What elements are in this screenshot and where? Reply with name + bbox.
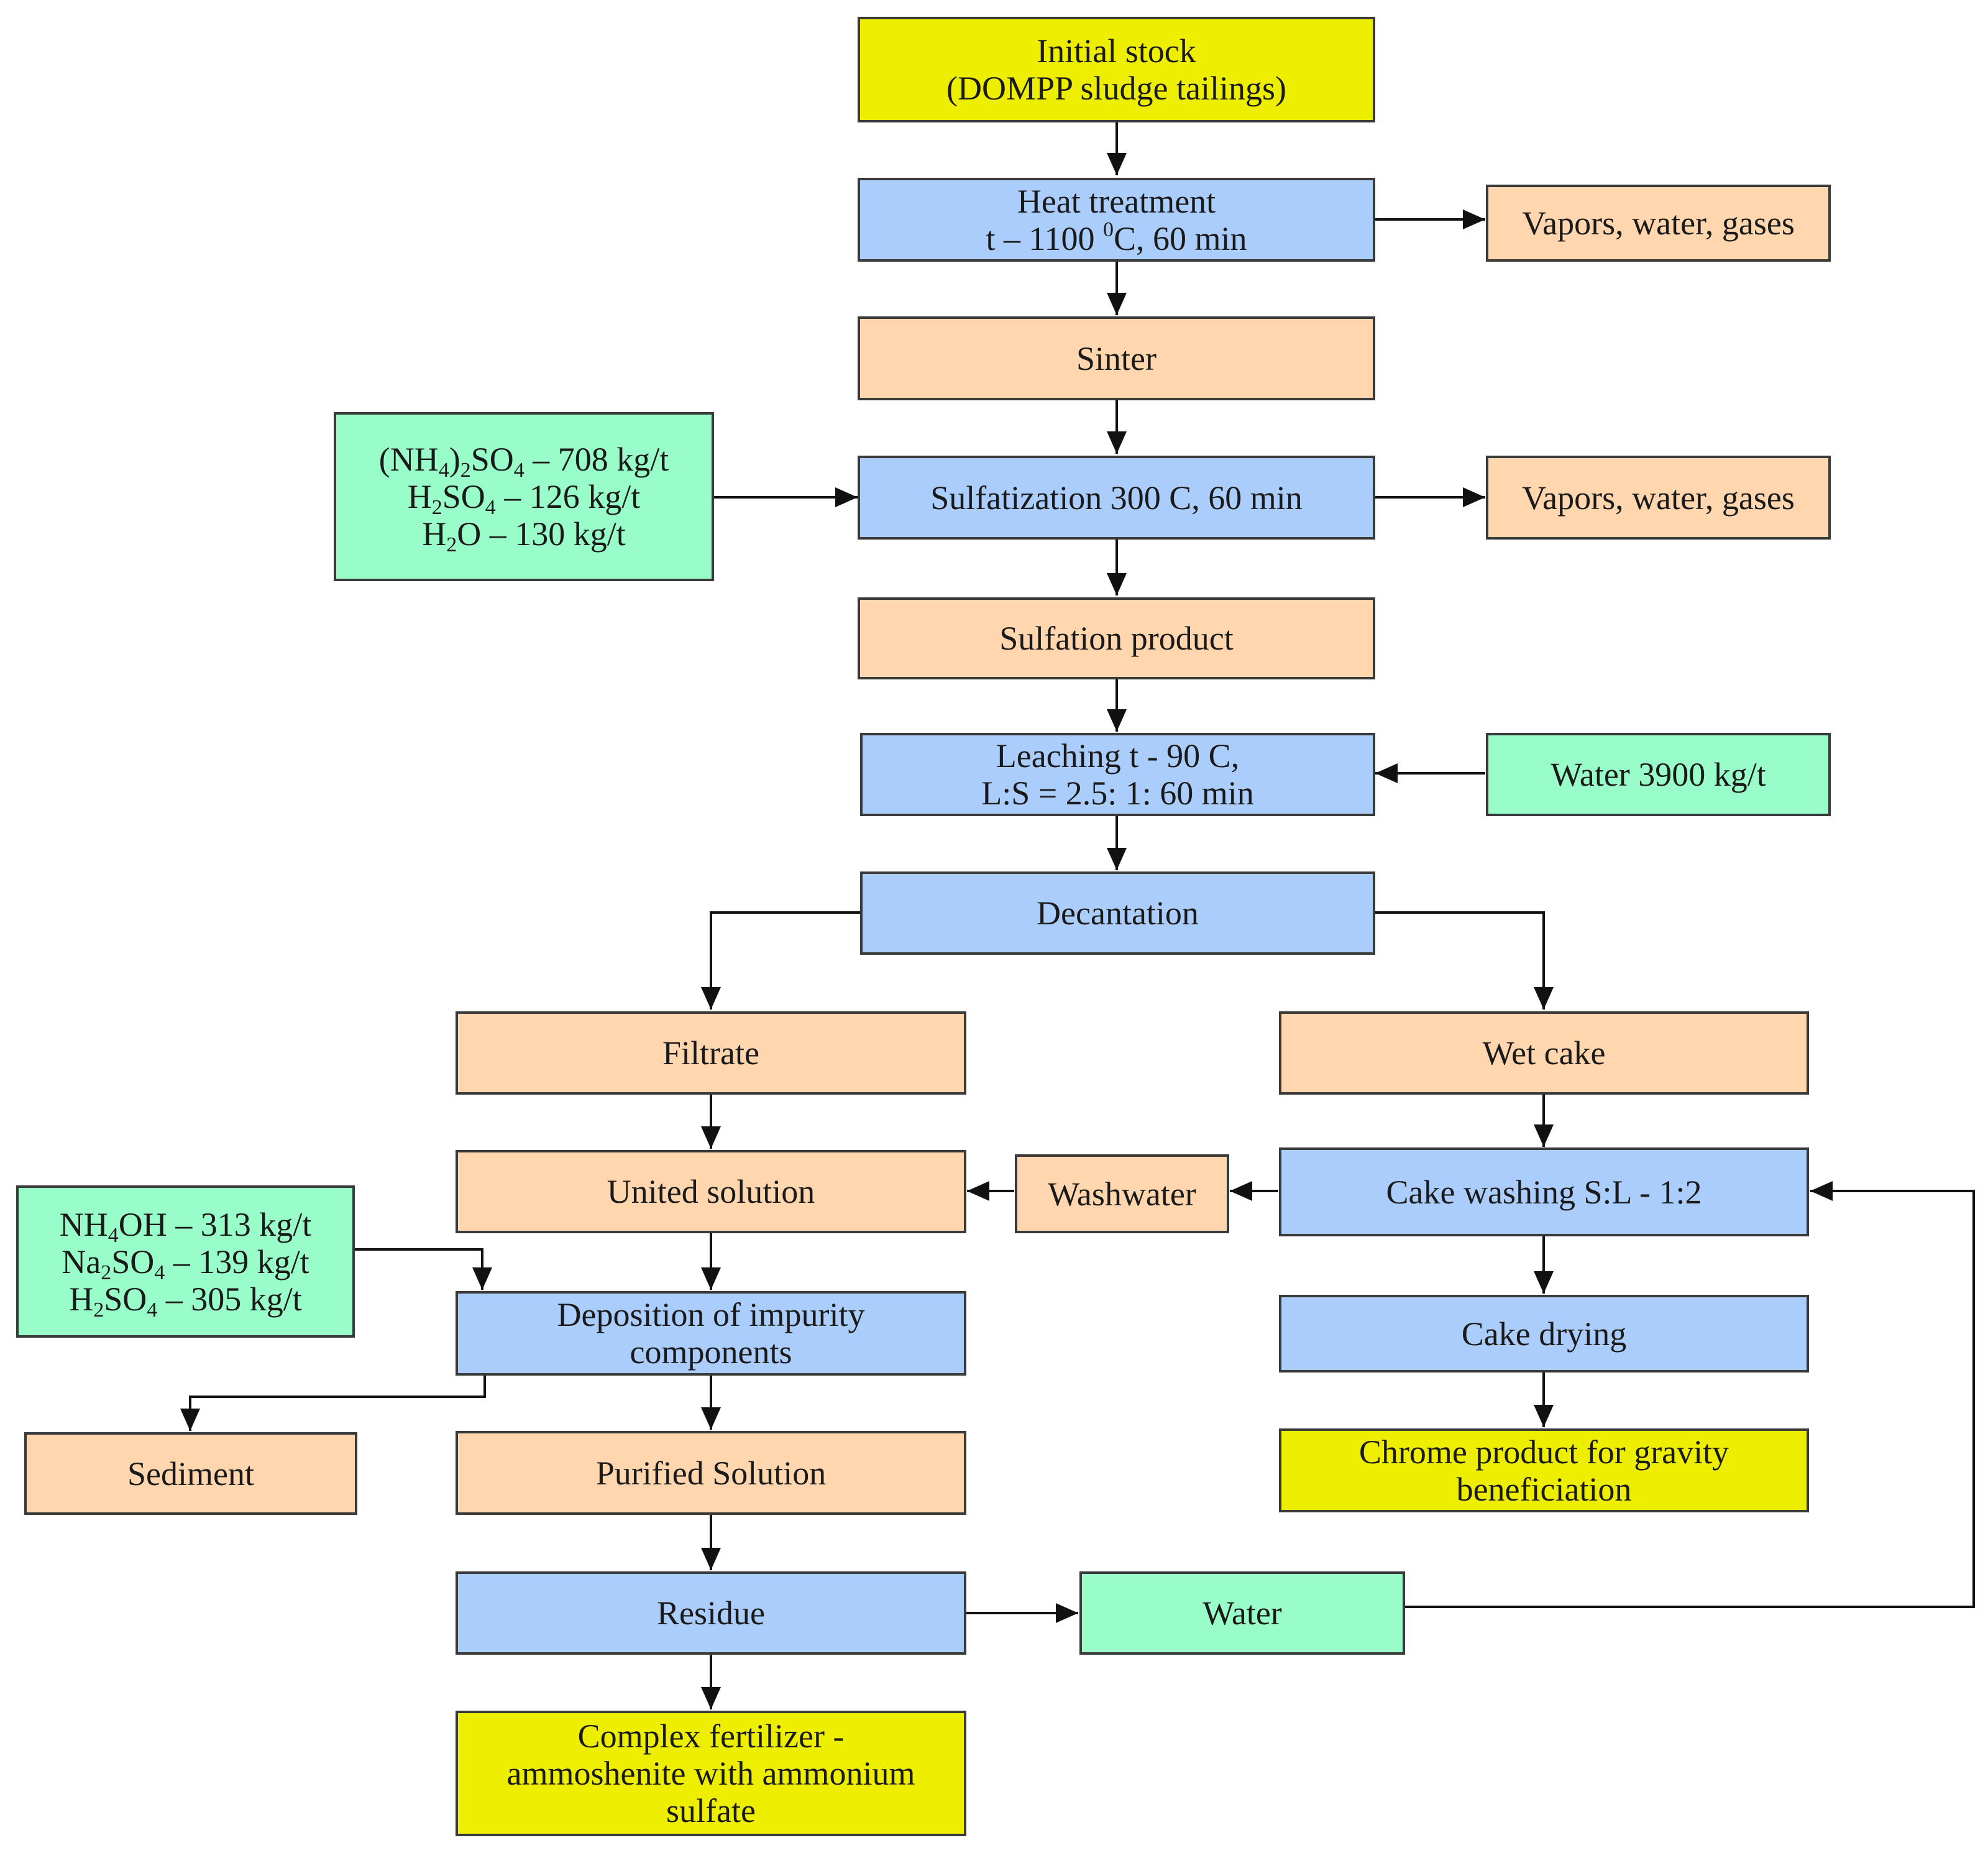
filtrate-label: Filtrate <box>662 1034 759 1072</box>
chrome-product-line1: Chrome product for gravity <box>1358 1433 1729 1471</box>
sulfatization-label: Sulfatization 300 C, 60 min <box>930 479 1303 517</box>
deposition-line2: components <box>630 1333 792 1371</box>
heat-treatment-line2: t – 1100 0C, 60 min <box>986 218 1247 257</box>
node-deposition: Deposition of impurity components <box>456 1291 966 1376</box>
arrow-decantation-to-filtrate <box>701 911 860 1009</box>
fertilizer-line2: ammoshenite with ammonium <box>506 1755 915 1792</box>
node-cake-washing: Cake washing S:L - 1:2 <box>1279 1147 1809 1236</box>
arrow-water-to-washing <box>1404 1181 1975 1608</box>
vapors-2-label: Vapors, water, gases <box>1522 479 1795 517</box>
deposition-line1: Deposition of impurity <box>557 1296 865 1333</box>
cake-washing-label: Cake washing S:L - 1:2 <box>1386 1173 1702 1211</box>
reagent-ammonium-sulfate: (NH4)2SO4 – 708 kg/t <box>378 441 669 482</box>
node-heat-treatment: Heat treatment t – 1100 0C, 60 min <box>858 178 1375 262</box>
reagent-ammonium-hydroxide: NH4OH – 313 kg/t <box>59 1205 312 1247</box>
decantation-label: Decantation <box>1037 894 1199 932</box>
purified-solution-label: Purified Solution <box>595 1454 827 1492</box>
reagent-sodium-sulfate: Na2SO4 – 139 kg/t <box>62 1243 309 1284</box>
node-vapors-water-gases-1: Vapors, water, gases <box>1486 185 1831 262</box>
residue-label: Residue <box>657 1594 765 1632</box>
sinter-label: Sinter <box>1076 339 1157 377</box>
reagent-sulfuric-acid: H2SO4 – 126 kg/t <box>407 478 641 519</box>
node-sediment: Sediment <box>24 1432 357 1515</box>
chrome-product-line2: beneficiation <box>1456 1470 1632 1508</box>
water-label: Water <box>1202 1594 1282 1632</box>
node-chrome-product: Chrome product for gravity beneficiation <box>1279 1428 1809 1512</box>
initial-stock-line1: Initial stock <box>1037 32 1196 70</box>
sulfation-product-label: Sulfation product <box>999 620 1234 657</box>
node-decantation: Decantation <box>860 871 1375 955</box>
node-sulfation-product: Sulfation product <box>858 597 1375 679</box>
arrow-deposition-to-sediment <box>180 1376 486 1431</box>
node-reagents-sulfatization: (NH4)2SO4 – 708 kg/t H2SO4 – 126 kg/t H2… <box>334 412 714 581</box>
node-water: Water <box>1079 1571 1405 1655</box>
washwater-label: Washwater <box>1048 1175 1196 1213</box>
vapors-1-label: Vapors, water, gases <box>1522 205 1795 242</box>
node-reagents-deposition: NH4OH – 313 kg/t Na2SO4 – 139 kg/t H2SO4… <box>16 1185 355 1338</box>
reagent-sulfuric-acid-2: H2SO4 – 305 kg/t <box>69 1280 302 1322</box>
initial-stock-line2: (DOMPP sludge tailings) <box>946 70 1286 107</box>
node-filtrate: Filtrate <box>456 1011 966 1095</box>
sediment-label: Sediment <box>127 1455 254 1492</box>
node-complex-fertilizer: Complex fertilizer - ammoshenite with am… <box>456 1711 966 1836</box>
united-solution-label: United solution <box>607 1173 815 1210</box>
leaching-line1: Leaching t - 90 C, <box>996 737 1240 775</box>
arrow-decantation-to-wetcake <box>1374 911 1554 1009</box>
node-residue: Residue <box>456 1571 966 1655</box>
fertilizer-line1: Complex fertilizer - <box>577 1717 845 1755</box>
cake-drying-label: Cake drying <box>1461 1315 1627 1353</box>
node-united-solution: United solution <box>456 1150 966 1233</box>
wet-cake-label: Wet cake <box>1482 1034 1606 1072</box>
node-vapors-water-gases-2: Vapors, water, gases <box>1486 456 1831 540</box>
leaching-line2: L:S = 2.5: 1: 60 min <box>981 775 1254 812</box>
reagent-water: H2O – 130 kg/t <box>422 515 626 556</box>
node-sinter: Sinter <box>858 316 1375 400</box>
node-purified-solution: Purified Solution <box>456 1431 966 1515</box>
node-leaching: Leaching t - 90 C, L:S = 2.5: 1: 60 min <box>860 733 1375 816</box>
node-cake-drying: Cake drying <box>1279 1295 1809 1373</box>
node-sulfatization: Sulfatization 300 C, 60 min <box>858 456 1375 540</box>
arrow-reagents2-to-deposition <box>354 1248 492 1290</box>
node-wet-cake: Wet cake <box>1279 1011 1809 1095</box>
fertilizer-line3: sulfate <box>666 1792 756 1829</box>
node-washwater: Washwater <box>1015 1154 1229 1233</box>
heat-treatment-line1: Heat treatment <box>1017 182 1216 220</box>
node-water-3900: Water 3900 kg/t <box>1486 733 1831 816</box>
water-3900-label: Water 3900 kg/t <box>1551 756 1766 793</box>
node-initial-stock: Initial stock (DOMPP sludge tailings) <box>858 17 1375 122</box>
